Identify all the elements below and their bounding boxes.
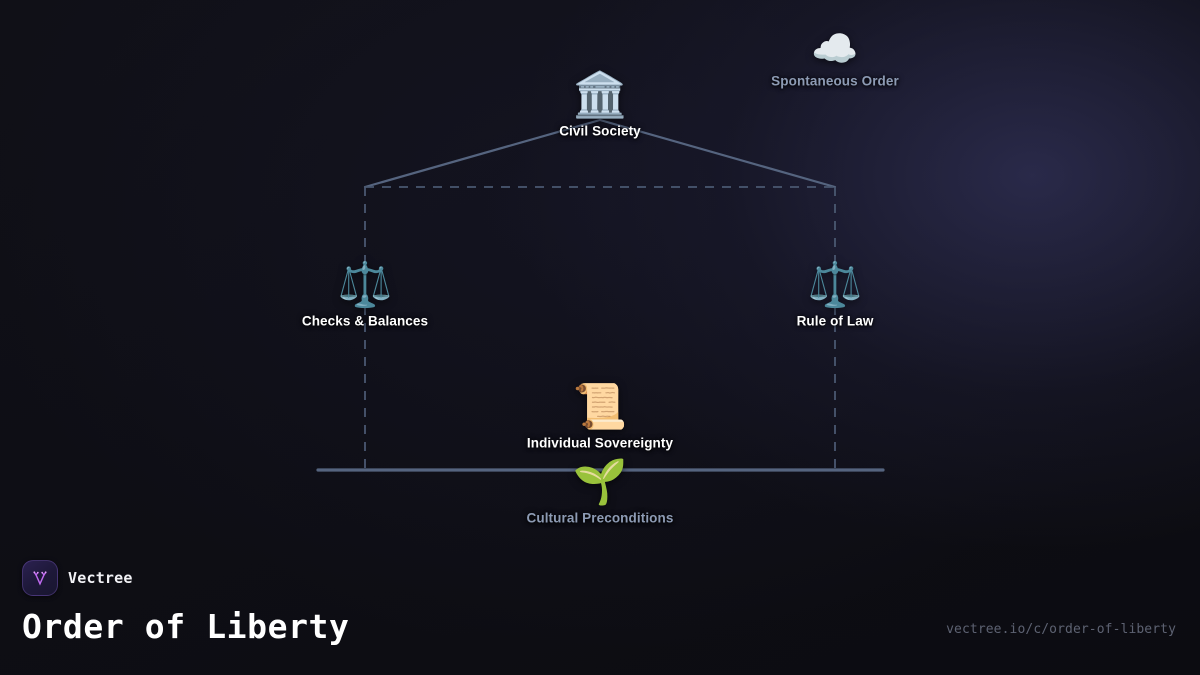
seedling-icon: 🌱 xyxy=(572,456,628,508)
scroll-icon: 📜 xyxy=(572,381,628,433)
node-label-checks-and-balances: Checks & Balances xyxy=(301,313,429,329)
classical-building-icon: 🏛️ xyxy=(572,69,628,121)
brand[interactable]: Vectree xyxy=(22,560,133,596)
node-spontaneous-order[interactable]: ☁️ Spontaneous Order xyxy=(705,28,965,89)
node-civil-society[interactable]: 🏛️ Civil Society xyxy=(470,69,730,139)
node-cultural-preconditions[interactable]: 🌱 Cultural Preconditions xyxy=(470,456,730,526)
page-title: Order of Liberty xyxy=(22,607,350,646)
page-url: vectree.io/c/order-of-liberty xyxy=(946,622,1176,637)
node-individual-sovereignty[interactable]: 📜 Individual Sovereignty xyxy=(470,381,730,451)
node-label-rule-of-law: Rule of Law xyxy=(796,313,874,329)
brand-name: Vectree xyxy=(68,569,133,587)
node-rule-of-law[interactable]: ⚖️ Rule of Law xyxy=(705,259,965,329)
node-label-cultural-preconditions: Cultural Preconditions xyxy=(526,510,674,526)
diagram-canvas[interactable]: 🏛️ Civil Society ☁️ Spontaneous Order ⚖️… xyxy=(0,0,1200,560)
node-label-civil-society: Civil Society xyxy=(559,123,641,139)
cloud-icon: ☁️ xyxy=(811,26,859,71)
balance-scale-icon: ⚖️ xyxy=(337,259,393,311)
node-label-individual-sovereignty: Individual Sovereignty xyxy=(526,435,674,451)
vectree-logo-icon xyxy=(22,560,58,596)
footer: Vectree Order of Liberty vectree.io/c/or… xyxy=(0,560,1200,675)
balance-scale-icon: ⚖️ xyxy=(807,259,863,311)
node-checks-and-balances[interactable]: ⚖️ Checks & Balances xyxy=(235,259,495,329)
node-label-spontaneous-order: Spontaneous Order xyxy=(771,73,899,89)
